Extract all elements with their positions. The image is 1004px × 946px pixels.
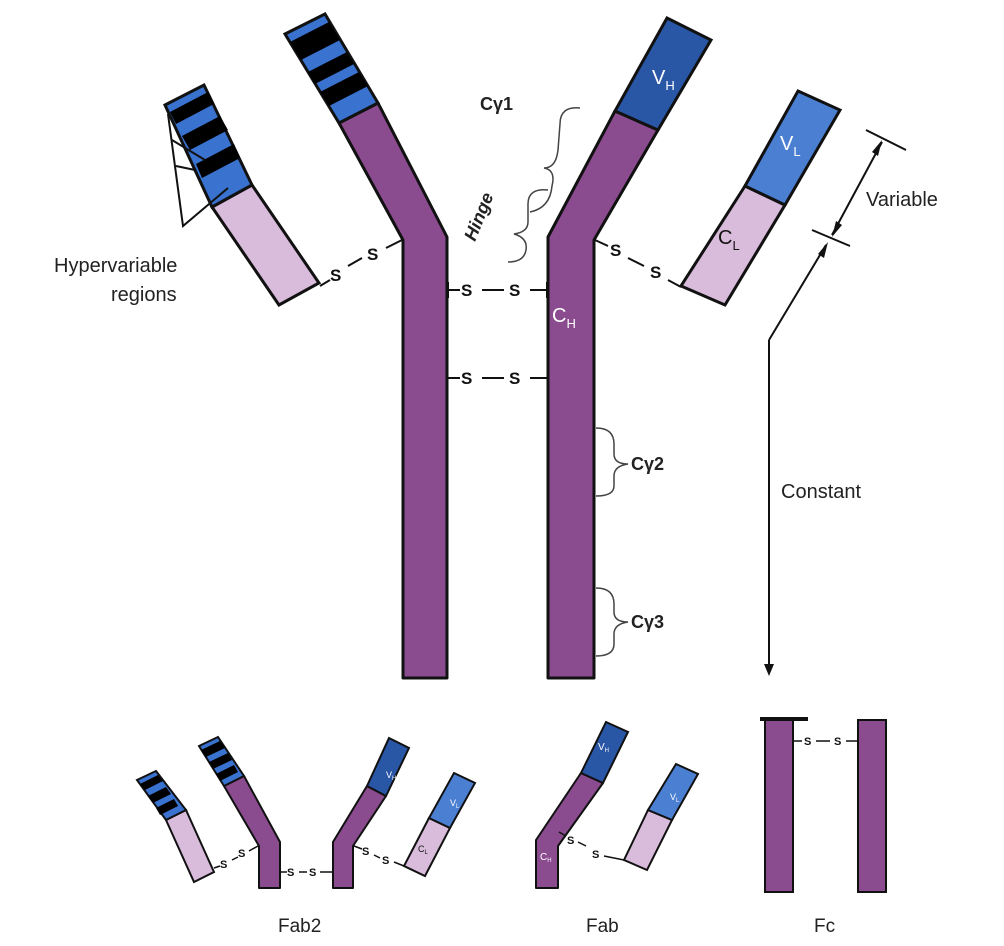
fc-fragment: S S bbox=[760, 717, 887, 893]
left-light-hypervariable-bands bbox=[170, 92, 240, 178]
vl-label: VL bbox=[780, 133, 801, 159]
right-light-chain: VL CL bbox=[678, 89, 843, 307]
left-light-chain-constant bbox=[209, 183, 322, 307]
cgamma3-brace bbox=[595, 587, 629, 657]
svg-text:VH: VH bbox=[598, 742, 609, 754]
svg-text:CL: CL bbox=[418, 844, 429, 856]
svg-text:S: S bbox=[834, 736, 841, 748]
svg-text:S: S bbox=[382, 855, 389, 867]
svg-text:S: S bbox=[592, 849, 599, 861]
ss-hinge1-s2: S bbox=[509, 281, 520, 300]
ss-hinge2-s1: S bbox=[461, 369, 472, 388]
svg-text:S: S bbox=[309, 867, 316, 879]
cgamma1-label: Cγ1 bbox=[480, 94, 513, 114]
variable-label: Variable bbox=[866, 189, 938, 211]
svg-text:S: S bbox=[567, 835, 574, 847]
right-heavy-chain: VH CH bbox=[546, 16, 714, 680]
cgamma2-brace bbox=[595, 427, 629, 497]
fab2-fragment: VH VL CL S S S S S S bbox=[135, 735, 477, 889]
region-braces bbox=[507, 107, 629, 657]
svg-text:VH: VH bbox=[386, 770, 396, 782]
left-light-chain bbox=[163, 82, 322, 307]
hinge-brace bbox=[507, 189, 549, 263]
fab-label: Fab bbox=[586, 916, 619, 937]
svg-text:S: S bbox=[804, 736, 811, 748]
variable-constant-arrows bbox=[764, 129, 907, 676]
ss-hinge1-s1: S bbox=[461, 281, 472, 300]
right-heavy-chain-constant bbox=[546, 109, 660, 680]
hypervariable-label-line2: regions bbox=[111, 284, 177, 306]
fab2-label: Fab2 bbox=[278, 916, 321, 937]
fab-fragment: VH CH VL S S bbox=[535, 720, 700, 889]
ss-right-s1: S bbox=[610, 241, 621, 260]
ss-right-s2: S bbox=[650, 263, 661, 282]
vh-label: VH bbox=[652, 67, 675, 93]
fc-label: Fc bbox=[814, 916, 835, 937]
svg-text:CH: CH bbox=[540, 852, 552, 864]
hypervariable-label-line1: Hypervariable bbox=[54, 255, 177, 277]
ss-left-s2: S bbox=[367, 245, 378, 264]
cgamma3-label: Cγ3 bbox=[631, 612, 664, 632]
vl-domain bbox=[742, 89, 843, 207]
cl-label: CL bbox=[718, 227, 740, 253]
svg-text:S: S bbox=[287, 867, 294, 879]
svg-text:S: S bbox=[362, 846, 369, 858]
left-heavy-chain-constant bbox=[337, 101, 449, 680]
left-heavy-chain bbox=[282, 12, 449, 680]
hypervariable-pointer-lines bbox=[167, 113, 229, 228]
left-heavy-hypervariable-bands bbox=[290, 22, 368, 106]
hinge-label: Hinge bbox=[460, 190, 497, 244]
ss-hinge2-s2: S bbox=[509, 369, 520, 388]
constant-label: Constant bbox=[781, 481, 861, 503]
ss-left-s1: S bbox=[330, 266, 341, 285]
svg-text:S: S bbox=[238, 848, 245, 860]
svg-text:VL: VL bbox=[670, 792, 680, 804]
disulfide-bonds-main: S S S S S S S S bbox=[319, 239, 682, 388]
vh-domain bbox=[612, 16, 714, 132]
ch-label: CH bbox=[552, 305, 576, 331]
cgamma1-brace bbox=[529, 107, 581, 213]
svg-text:VL: VL bbox=[450, 798, 460, 810]
cgamma2-label: Cγ2 bbox=[631, 454, 664, 474]
svg-text:S: S bbox=[220, 859, 227, 871]
